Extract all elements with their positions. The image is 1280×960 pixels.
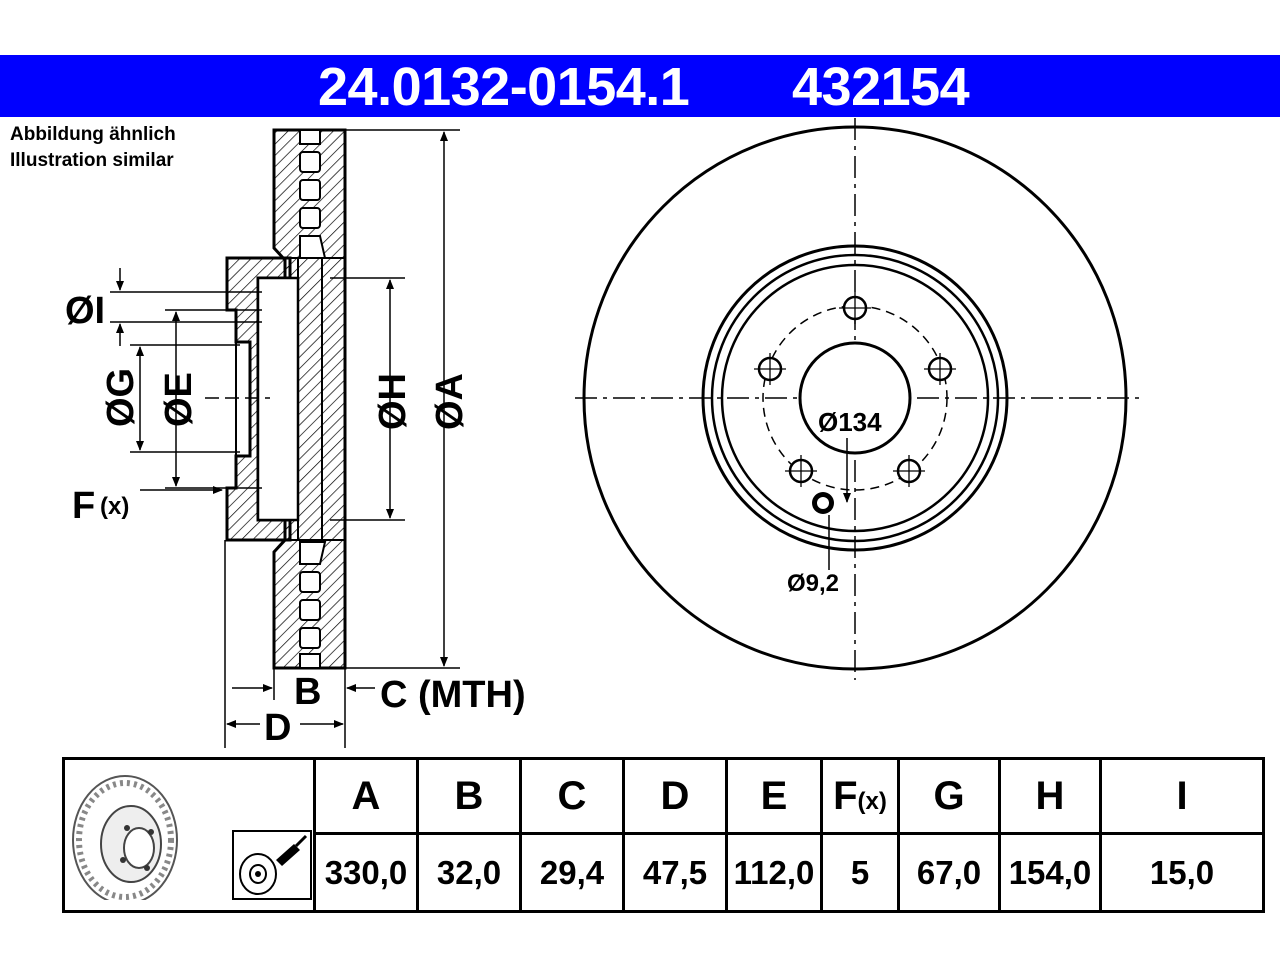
header-a: A [313,756,419,836]
label-dia-i: ØI [65,290,105,332]
disc-section [272,128,347,670]
value-h: 154,0 [998,832,1102,913]
value-a: 330,0 [313,832,419,913]
header-d: D [622,756,728,836]
value-i: 15,0 [1099,832,1265,913]
label-hole: Ø9,2 [787,570,839,597]
part-number: 24.0132-0154.1 [318,57,690,117]
header-h: H [998,756,1102,836]
header-c: C [519,756,625,836]
cross-section-view: ØI ØG ØE F (x) ØH ØA B C (MTH) D [65,128,526,749]
header-i: I [1099,756,1265,836]
label-d: D [264,707,291,749]
value-g: 67,0 [897,832,1001,913]
illustration-note-en: Illustration similar [10,150,174,171]
mounting-screw-icon [232,830,312,900]
label-pcd: Ø134 [818,407,882,437]
label-dia-g: ØG [100,368,142,427]
label-f-sub: (x) [100,493,129,520]
disc-thumbnail [62,757,316,913]
label-dia-h: ØH [372,373,414,430]
label-f: F [72,485,95,527]
value-d: 47,5 [622,832,728,913]
value-e: 112,0 [725,832,823,913]
label-b: B [294,671,321,713]
title-bar: 24.0132-0154.1 432154 [0,55,1280,117]
disc-thumbnail-icon [72,775,178,905]
label-dia-e: ØE [158,372,200,427]
label-dia-a: ØA [429,373,471,430]
value-f: 5 [820,832,900,913]
illustration-note-de: Abbildung ähnlich [10,124,176,145]
reference-number: 432154 [792,57,970,117]
header-b: B [416,756,522,836]
header-e: E [725,756,823,836]
brake-disc-drawing: ØI ØG ØE F (x) ØH ØA B C (MTH) D [65,118,1140,749]
header-f: F(x) [820,756,900,836]
dimension-table: A B C D E F(x) G H I 330,0 32,0 29,4 47,… [62,756,1265,913]
value-c: 29,4 [519,832,625,913]
value-b: 32,0 [416,832,522,913]
label-c-mth: C (MTH) [380,674,526,716]
header-g: G [897,756,1001,836]
front-view: Ø134 Ø9,2 [575,118,1140,680]
